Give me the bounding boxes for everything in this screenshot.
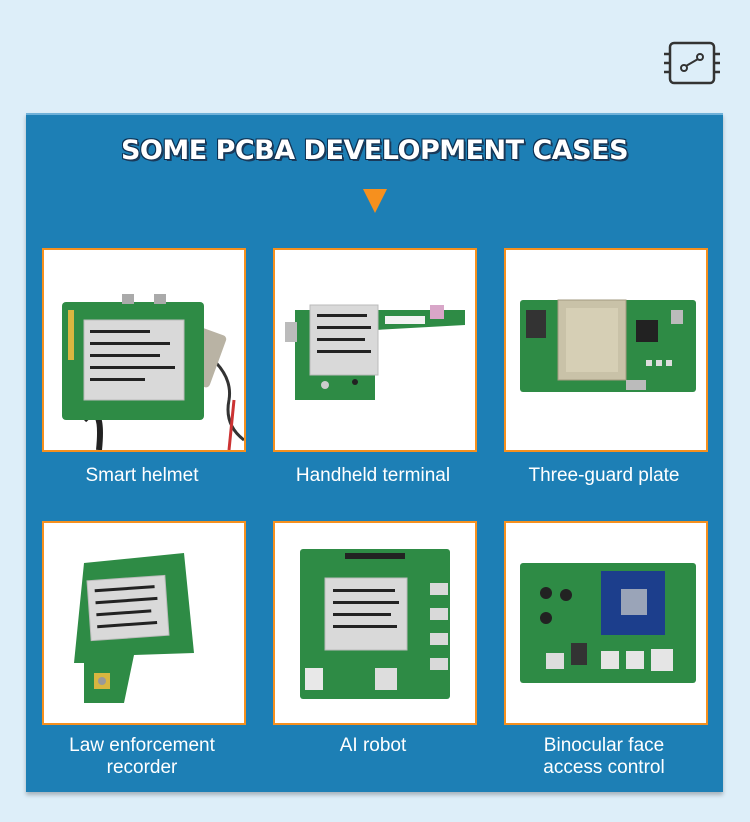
- case-label-line1: Binocular face: [543, 735, 665, 756]
- case-card-three-guard-plate[interactable]: [504, 248, 708, 452]
- case-card-binocular-face-access[interactable]: [504, 521, 708, 725]
- case-label: Binocular face access control: [488, 735, 720, 779]
- handheld-terminal-board-image: [285, 304, 465, 400]
- case-label: AI robot: [339, 735, 407, 756]
- law-enforcement-recorder-board-image: [74, 553, 194, 703]
- circuit-board-icon: [664, 40, 720, 86]
- down-arrow-icon: [363, 189, 387, 213]
- case-card-smart-helmet[interactable]: [42, 248, 246, 452]
- case-label-line2: access control: [543, 757, 665, 778]
- ai-robot-board-image: [300, 549, 450, 699]
- case-card-ai-robot[interactable]: [273, 521, 477, 725]
- case-card-law-enforcement-recorder[interactable]: [42, 521, 246, 725]
- smart-helmet-board-image: [62, 294, 244, 450]
- binocular-face-access-board-image: [520, 563, 696, 683]
- case-card-handheld-terminal[interactable]: [273, 248, 477, 452]
- case-label: Law enforcement recorder: [26, 735, 258, 779]
- case-label-line1: Law enforcement: [69, 735, 215, 756]
- case-label: Three-guard plate: [528, 465, 680, 486]
- case-label: Smart helmet: [85, 465, 199, 486]
- case-label-line2: recorder: [106, 757, 178, 778]
- case-label: Handheld terminal: [295, 465, 451, 486]
- cases-panel: SOME PCBA DEVELOPMENT CASES Smart helmet: [26, 113, 723, 792]
- three-guard-plate-board-image: [520, 299, 696, 392]
- page-title: SOME PCBA DEVELOPMENT CASES: [120, 135, 629, 166]
